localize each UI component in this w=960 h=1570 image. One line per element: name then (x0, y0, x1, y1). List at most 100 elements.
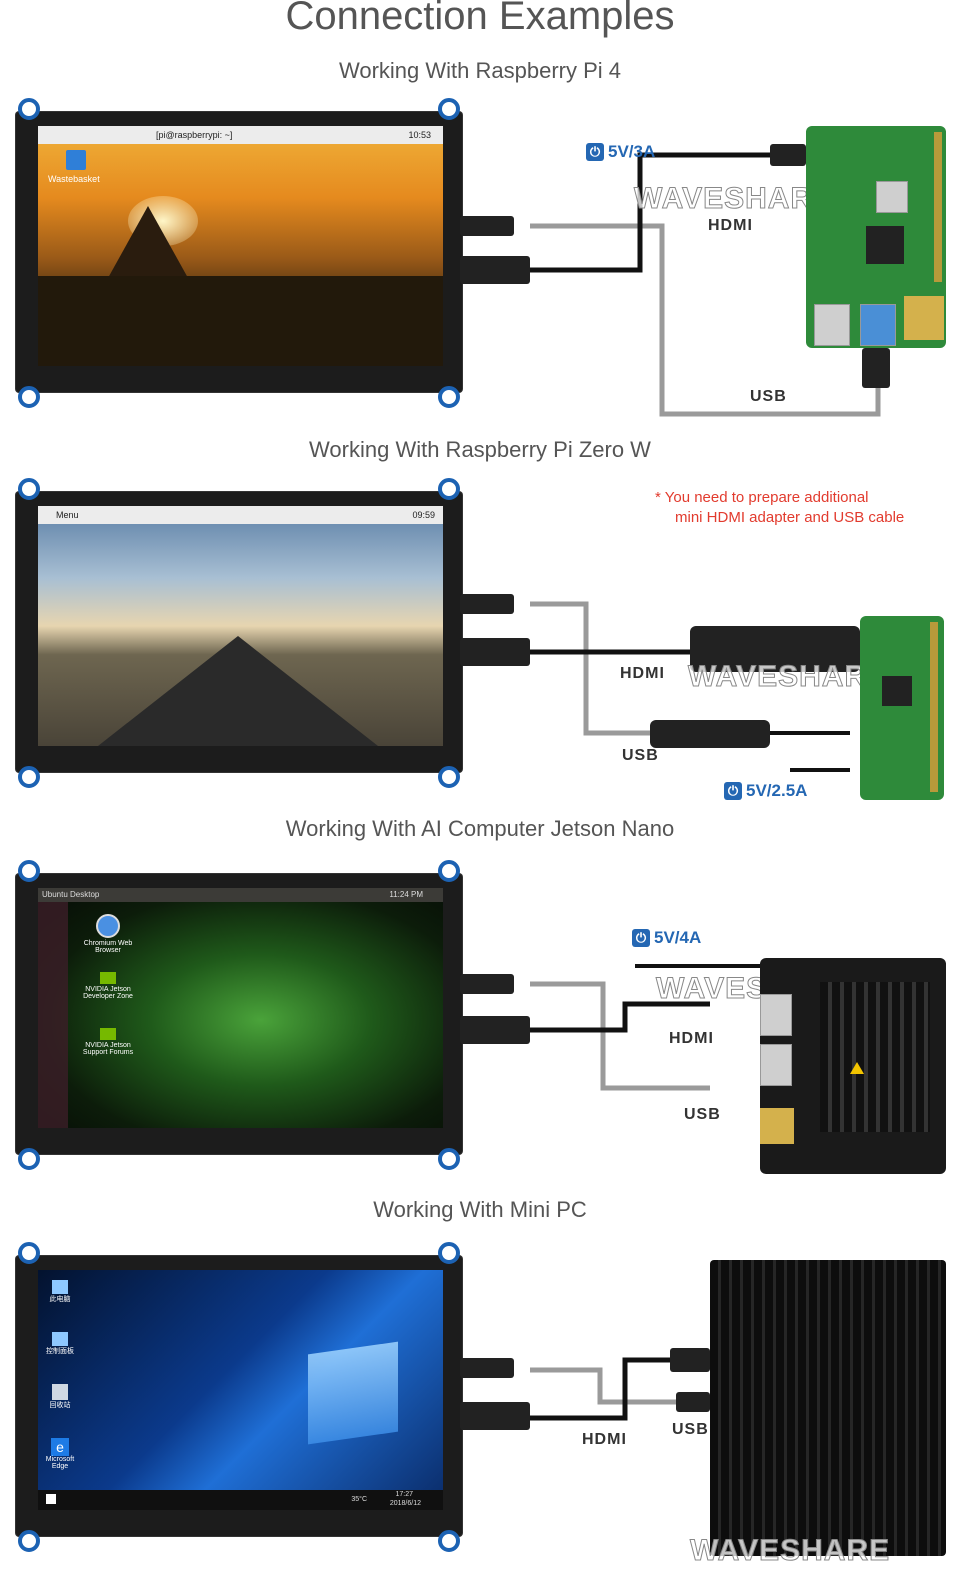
windows-logo (308, 1341, 398, 1445)
mini-hdmi-adapter (690, 626, 860, 672)
hdmi-label: HDMI (620, 665, 665, 682)
desktop-icon-nvidia-forums: NVIDIA Jetson Support Forums (82, 1028, 134, 1056)
mount-ear-icon (18, 860, 40, 882)
mini-pc-hdmi-plug (670, 1348, 710, 1372)
hdmi-plug (770, 144, 806, 166)
waveshare-watermark: WAVESHARE (689, 1534, 891, 1568)
usb-cable-2 (530, 601, 650, 736)
ground-silhouette (38, 276, 443, 366)
tray-date: 2018/6/12 (389, 1500, 421, 1507)
edge-icon: e (51, 1438, 69, 1456)
jetson-nano-board (760, 958, 946, 1174)
menu-button: Menu (56, 510, 79, 520)
mount-ear-icon (438, 98, 460, 120)
hdmi-label: HDMI (582, 1431, 627, 1448)
monitor-usb-port (460, 594, 514, 614)
waveshare-watermark: WAVESHARE (633, 182, 835, 216)
taskbar-clock: 10:53 (408, 130, 431, 140)
ethernet-port (760, 1108, 794, 1144)
usb-plug (862, 348, 890, 388)
usb-port (760, 1044, 792, 1086)
mount-ear-icon (18, 766, 40, 788)
hdmi-label: HDMI (669, 1030, 714, 1047)
mount-ear-icon (18, 1242, 40, 1264)
control-panel-icon (52, 1332, 68, 1346)
heatsink (820, 982, 930, 1132)
hdmi-label: HDMI (708, 217, 753, 234)
power-icon: ⏻ (586, 143, 604, 161)
desktop-icon-chromium: Chromium Web Browser (82, 914, 134, 954)
wastebasket-label: Wastebasket (48, 174, 100, 184)
otg-adapter (650, 720, 770, 748)
power-spec-jetson: ⏻ 5V/4A (632, 928, 701, 948)
gpio-header (934, 132, 942, 282)
windows-taskbar: 35°C 17:27 2018/6/12 (38, 1490, 443, 1510)
road (98, 636, 378, 746)
usb-label: USB (672, 1421, 709, 1438)
monitor-usb-port (460, 216, 514, 236)
waveshare-watermark: WAVESHARE (687, 660, 889, 694)
monitor-hdmi-port (460, 638, 530, 666)
screen-pi4: [pi@raspberrypi: ~] 10:53 Wastebasket (38, 126, 443, 366)
mount-ear-icon (438, 1148, 460, 1170)
pi-zero-taskbar: Menu 09:59 (38, 506, 443, 524)
ethernet-port (904, 296, 944, 340)
adapter-note: * You need to prepare additional mini HD… (655, 489, 905, 526)
mount-ear-icon (438, 1242, 460, 1264)
usb-label: USB (622, 747, 659, 764)
desktop-icon-nvidia-zone: NVIDIA Jetson Developer Zone (82, 972, 134, 1000)
screen-jetson: Ubuntu Desktop 11:24 PM Chromium Web Bro… (38, 888, 443, 1128)
wastebasket-icon (66, 150, 86, 170)
screen-pi-zero: Menu 09:59 (38, 506, 443, 746)
usb-port (814, 304, 850, 346)
mount-ear-icon (438, 860, 460, 882)
chromium-icon (96, 914, 120, 938)
mount-ear-icon (18, 478, 40, 500)
hdmi-cable-1 (530, 152, 800, 273)
page-title: Connection Examples (285, 0, 675, 38)
monitor-jetson: Ubuntu Desktop 11:24 PM Chromium Web Bro… (16, 860, 462, 1170)
raspberry-pi-zero-board (860, 616, 944, 800)
mini-pc-usb-plug (676, 1392, 710, 1412)
section-title-jetson: Working With AI Computer Jetson Nano (285, 816, 675, 841)
recycle-bin-icon (52, 1384, 68, 1400)
nvidia-icon (100, 1028, 116, 1040)
hdmi-cable-4 (530, 1357, 690, 1421)
usb-label: USB (750, 388, 787, 405)
section-title-pi4: Working With Raspberry Pi 4 (338, 58, 621, 83)
power-icon: ⏻ (632, 929, 650, 947)
power-spec-pi-zero: ⏻ 5V/2.5A (724, 781, 807, 801)
taskbar-clock: 09:59 (412, 510, 435, 520)
tray-clock: 17:27 (395, 1491, 413, 1498)
mount-ear-icon (438, 766, 460, 788)
warning-label (850, 1062, 864, 1074)
ubuntu-launcher (38, 902, 68, 1128)
hdmi-cable-3 (530, 1001, 710, 1033)
mount-ear-icon (18, 98, 40, 120)
this-pc-icon (52, 1280, 68, 1294)
usb3-port (860, 304, 896, 346)
desktop-icons: 此电脑 控制面板 回收站 e Microsoft Edge (44, 1280, 76, 1470)
mount-ear-icon (18, 1148, 40, 1170)
wifi-shield (876, 181, 908, 213)
monitor-mini-pc: 此电脑 控制面板 回收站 e Microsoft Edge 35°C 17:27… (16, 1242, 462, 1552)
mount-ear-icon (438, 478, 460, 500)
nvidia-icon (100, 972, 116, 984)
monitor-usb-port (460, 1358, 514, 1378)
usb-cable-1 (530, 223, 881, 417)
soc-chip (882, 676, 912, 706)
pi-taskbar: [pi@raspberrypi: ~] 10:53 (38, 126, 443, 144)
mount-ear-icon (18, 386, 40, 408)
monitor-hdmi-port (460, 256, 530, 284)
power-icon: ⏻ (724, 782, 742, 800)
monitor-hdmi-port (460, 1402, 530, 1430)
taskbar-terminal-title: [pi@raspberrypi: ~] (156, 130, 233, 140)
section-title-pi-zero: Working With Raspberry Pi Zero W (309, 437, 651, 462)
mini-pc-case (710, 1260, 946, 1556)
start-button-icon[interactable] (46, 1494, 56, 1504)
screen-mini-pc: 此电脑 控制面板 回收站 e Microsoft Edge 35°C 17:27… (38, 1270, 443, 1510)
taskbar-clock: 11:24 PM (389, 890, 423, 899)
monitor-usb-port (460, 974, 514, 994)
mount-ear-icon (438, 1530, 460, 1552)
